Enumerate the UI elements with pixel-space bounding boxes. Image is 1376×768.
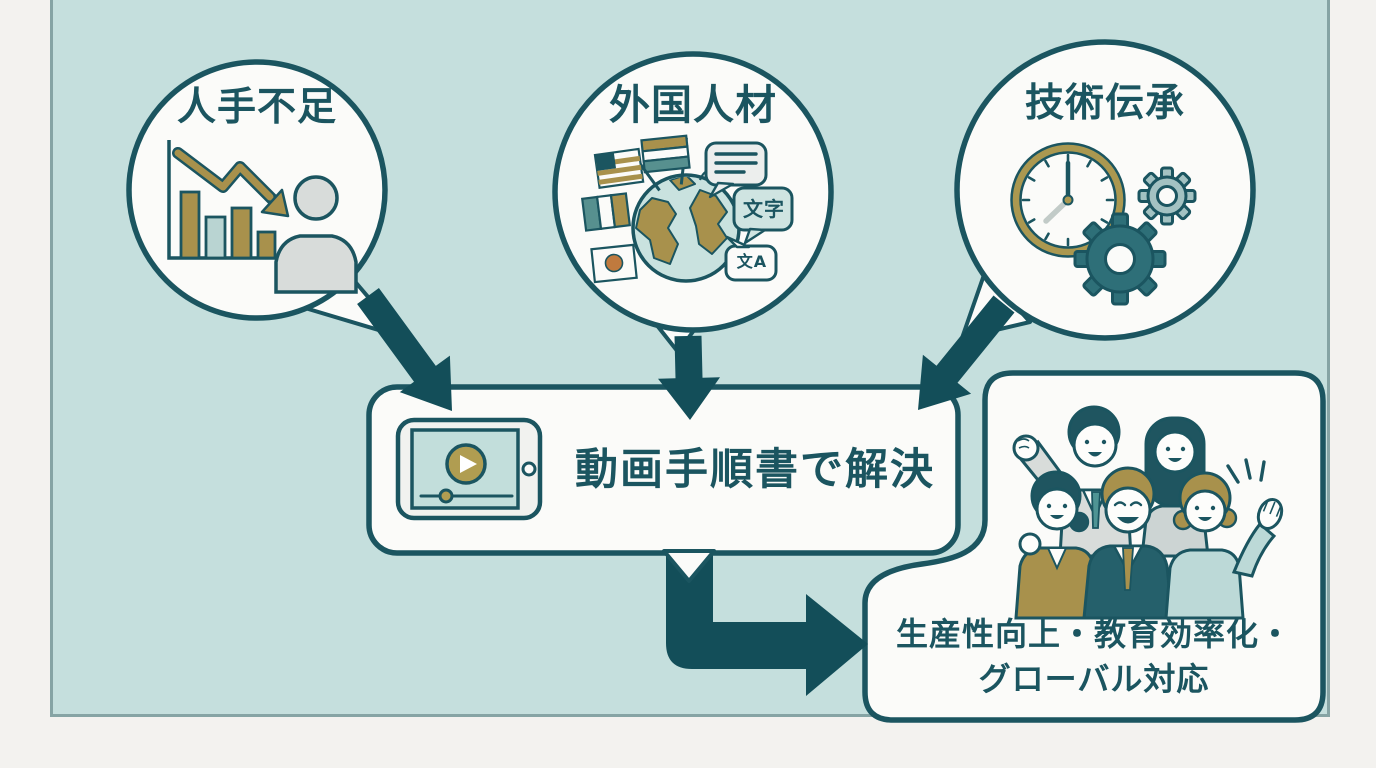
flag-japan-icon — [590, 243, 638, 284]
person-silhouette-icon — [274, 175, 358, 294]
arrow-to-solution — [357, 288, 452, 411]
problem-label-foreign-workers: 外国人材 — [609, 81, 777, 129]
flow-arrows — [357, 288, 1015, 696]
progress-knob — [438, 488, 454, 504]
waving-hand-icon — [1256, 497, 1284, 531]
emphasis-lines — [1226, 458, 1266, 484]
outcome-line1: 生産性向上・教育効率化・ — [895, 615, 1292, 653]
speech-bubble-translate-icon — [724, 235, 778, 282]
decline-arrowhead — [260, 188, 290, 218]
man-suit — [1082, 466, 1174, 620]
fist-icon — [1018, 532, 1042, 556]
gear-big-icon — [1073, 212, 1167, 306]
problem-label-skill-succession: 技術伝承 — [1024, 81, 1185, 126]
team-illustration — [1012, 405, 1284, 620]
outcome-label: 生産性向上・教育効率化・ グローバル対応 — [865, 612, 1323, 703]
flag-vertical-stripes-icon — [580, 192, 632, 232]
problem-bubble-skill-succession — [954, 39, 1256, 341]
clock-ticks — [1021, 153, 1115, 247]
speech-bubble-moji-icon — [732, 186, 794, 245]
outcome-line2: グローバル対応 — [978, 660, 1210, 699]
arrow-to-solution — [658, 335, 720, 420]
solution-label: 動画手順書で解決 — [575, 445, 935, 495]
globe-icon — [631, 168, 741, 283]
declining-bar-chart-icon — [167, 140, 290, 260]
flag-us-icon — [593, 147, 661, 192]
fist-icon — [1012, 434, 1040, 462]
arrow-right-to-result — [666, 553, 868, 696]
problem-bubble-foreign-workers — [552, 51, 834, 354]
solution-box — [366, 384, 961, 556]
speech-bubble-lines-icon — [704, 141, 768, 199]
home-button — [521, 461, 537, 477]
flag-striped-icon — [640, 134, 691, 185]
woman-waving — [1164, 458, 1284, 620]
bubble-text-translate: 文A — [736, 252, 768, 271]
problem-label-labor-shortage: 人手不足 — [176, 85, 337, 130]
bubble-text-moji: 文字 — [743, 197, 785, 221]
result-box — [862, 370, 1326, 723]
solution-box-tail — [662, 549, 716, 583]
gear-small-icon — [1137, 166, 1197, 226]
arrow-to-solution — [918, 295, 1015, 410]
tablet-video-icon — [395, 417, 543, 521]
